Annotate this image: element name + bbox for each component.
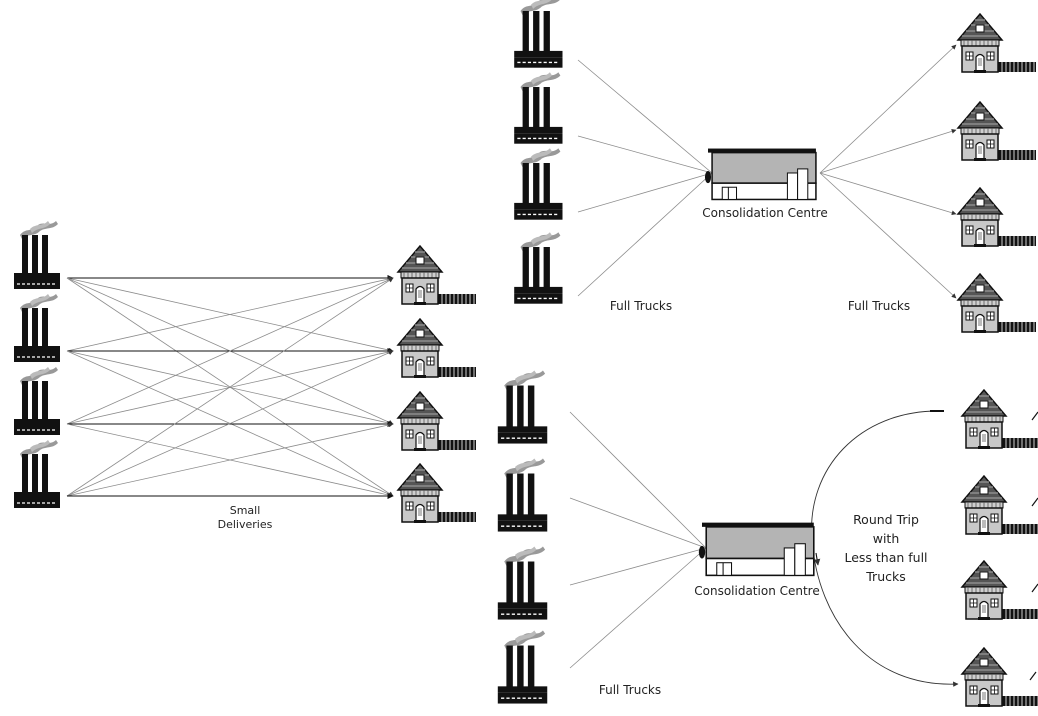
house-icon: [397, 245, 477, 306]
round-trip-line-2: with: [872, 531, 900, 546]
factory-icon: [497, 457, 548, 533]
factory-icon: [13, 366, 61, 436]
full-trucks-top-right-label: Full Trucks: [847, 299, 911, 313]
factory-icon: [513, 0, 564, 69]
outbound-full-truck-line-3: [819, 172, 957, 216]
inbound-full-truck-line-4: [577, 172, 713, 297]
cross-delivery-line-3-1: [66, 277, 394, 425]
factory-icon: [13, 439, 61, 509]
outbound-full-truck-line-1: [819, 44, 957, 174]
factory-icon: [13, 293, 61, 363]
house-icon: [397, 318, 477, 379]
inbound-full-truck-line-5: [569, 411, 707, 549]
cross-delivery-line-4-2: [66, 350, 394, 497]
factory-icon: [497, 629, 548, 705]
house-icon: [397, 391, 477, 452]
factory-icon: [513, 71, 564, 145]
cross-delivery-line-2-1: [66, 276, 394, 352]
cross-delivery-line-4-3: [66, 422, 394, 497]
inbound-full-truck-line-2: [577, 135, 713, 174]
round-trip-stub-3: [1031, 583, 1038, 593]
inbound-full-truck-line-7: [569, 547, 707, 586]
factory-icon: [513, 231, 564, 305]
round-trip-line-3: Less than full: [844, 550, 928, 565]
house-icon: [957, 13, 1037, 74]
house-icon: [961, 475, 1038, 536]
house-icon: [961, 389, 1038, 450]
inbound-full-truck-line-6: [569, 497, 707, 549]
full-trucks-top-left-label: Full Trucks: [609, 299, 673, 313]
connection-lines: [66, 44, 1038, 687]
small-deliveries-line-1: Small: [229, 504, 261, 517]
round-trip-arrow-down: [813, 552, 821, 566]
inbound-full-truck-line-1: [577, 59, 713, 174]
round-trip-line-1: Round Trip: [853, 512, 919, 527]
factory-icon: [513, 147, 564, 221]
round-trip-stub-1: [1031, 411, 1038, 421]
house-icon: [961, 560, 1038, 621]
round-trip-stub-4: [1029, 671, 1037, 681]
round-trip-label: Round Trip with Less than full Trucks: [826, 510, 946, 586]
house-icon: [957, 273, 1037, 334]
inbound-full-truck-line-8: [569, 547, 707, 669]
house-icon: [957, 101, 1037, 162]
consolidation-centre-top-label: Consolidation Centre: [702, 206, 828, 220]
cross-delivery-line-4-1: [66, 277, 394, 497]
factory-icon: [497, 545, 548, 621]
factory-icon: [497, 369, 548, 445]
full-trucks-bottom-label: Full Trucks: [598, 683, 662, 697]
inbound-full-truck-line-3: [577, 172, 713, 213]
cross-delivery-line-3-2: [66, 349, 394, 425]
outbound-full-truck-line-2: [819, 129, 957, 174]
round-trip-stub-2: [1031, 497, 1038, 507]
factory-icon: [13, 220, 61, 290]
house-icon: [397, 463, 477, 524]
consolidation-centre-icon: [704, 147, 817, 201]
house-icon: [961, 647, 1038, 708]
outbound-full-truck-line-4: [819, 172, 957, 299]
consolidation-centre-icon: [697, 521, 815, 577]
round-trip-line-4: Trucks: [866, 569, 906, 584]
small-deliveries-label: Small Deliveries: [190, 504, 300, 532]
house-icon: [957, 187, 1037, 248]
consolidation-centre-bottom-label: Consolidation Centre: [694, 584, 820, 598]
icon-layer: [13, 0, 1038, 708]
small-deliveries-line-2: Deliveries: [217, 518, 273, 531]
